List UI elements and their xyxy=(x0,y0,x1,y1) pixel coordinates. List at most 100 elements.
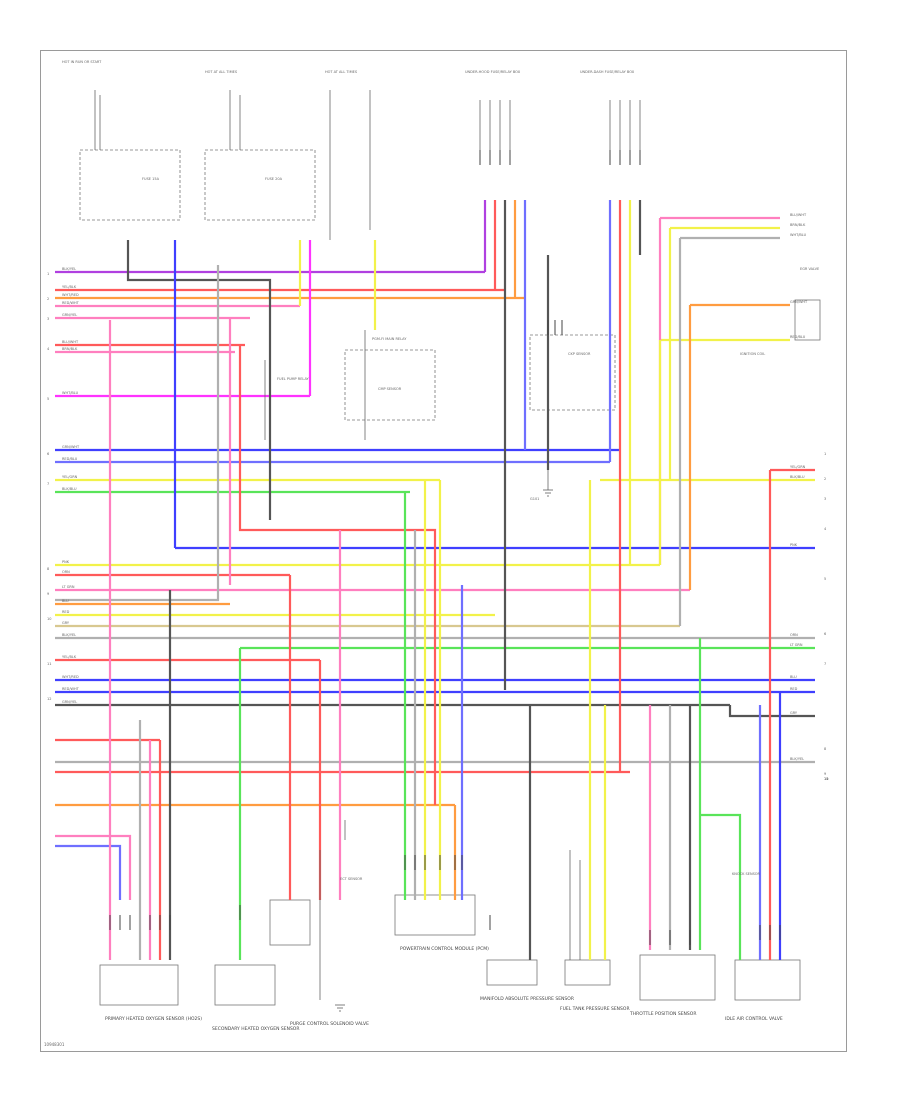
wire-color-label: YEL/BLK xyxy=(62,655,77,659)
ckp-sensor-label: CKP SENSOR xyxy=(568,352,591,356)
wire-color-label: RED/BLU xyxy=(790,335,806,339)
ground-label: G101 xyxy=(530,497,539,501)
connector-right xyxy=(794,299,821,341)
wire-color-label: BLU/WHT xyxy=(62,340,79,344)
ground-icon xyxy=(335,1004,345,1012)
bottom-label-8: IDLE AIR CONTROL VALVE xyxy=(725,1016,783,1022)
ho2s-box xyxy=(99,964,179,1006)
side-number: 6 xyxy=(824,632,826,636)
wire-green-v4 xyxy=(700,813,742,960)
secondary-ho2s-box xyxy=(214,964,276,1006)
thin-wires xyxy=(94,90,641,1000)
side-number: 12 xyxy=(47,697,51,701)
map-sensor-box xyxy=(486,959,538,986)
wire-color-label: GRN/WHT xyxy=(62,445,80,449)
wire-color-label: BLK/YEL xyxy=(62,633,76,637)
wire-color-label: PNK xyxy=(62,560,70,564)
vertical-wires xyxy=(55,200,782,960)
pcm-box xyxy=(394,894,476,936)
wire-color-label: BLK/YEL xyxy=(62,267,76,271)
wire-color-label: ORN xyxy=(62,570,70,574)
main-relay-label: PGM-FI MAIN RELAY xyxy=(372,337,407,341)
relay-box-4 xyxy=(529,334,616,411)
iac-box xyxy=(734,959,801,1001)
wire-color-label: RED/BLU xyxy=(62,457,78,461)
side-number: 1 xyxy=(824,452,826,456)
bottom-label-4: POWERTRAIN CONTROL MODULE (PCM) xyxy=(400,946,489,952)
fuse-b-label: FUSE 20A xyxy=(265,177,283,181)
top-label-3: HOT AT ALL TIMES xyxy=(325,70,358,74)
side-number: 7 xyxy=(824,662,826,666)
wire-color-label: RED xyxy=(62,610,70,614)
bottom-label-2: SECONDARY HEATED OXYGEN SENSOR xyxy=(212,1026,299,1032)
top-label-5: UNDER-DASH FUSE/RELAY BOX xyxy=(580,70,635,74)
wire-color-label: GRN/YEL xyxy=(62,313,77,317)
wire-color-label: WHT/BLU xyxy=(790,233,807,237)
wire-black-2 xyxy=(728,705,815,718)
bottom-label-6: FUEL TANK PRESSURE SENSOR xyxy=(560,1006,630,1012)
wire-color-label: BLK/BLU xyxy=(62,487,77,491)
wire-red-v1 xyxy=(238,345,437,805)
wire-color-label: PNK xyxy=(790,543,798,547)
connector-pins xyxy=(109,150,781,945)
wire-blue-6 xyxy=(55,844,122,900)
side-number: 10 xyxy=(47,617,51,621)
wire-color-label: BLU xyxy=(790,675,797,679)
wire-color-label: ORN xyxy=(790,633,798,637)
side-number: 4 xyxy=(824,527,827,531)
wire-color-label: RED/WHT xyxy=(62,687,80,691)
wire-color-label: BLU xyxy=(62,599,69,603)
wire-color-label: BLU/WHT xyxy=(790,213,807,217)
side-number: 5 xyxy=(824,577,826,581)
purge-valve-box xyxy=(269,899,311,946)
wire-color-label: BLK/BLU xyxy=(790,475,805,479)
wire-color-label: GRN/WHT xyxy=(790,300,808,304)
side-number: 1 xyxy=(47,272,49,276)
relay-box-3 xyxy=(344,349,436,421)
wire-color-label: RED/WHT xyxy=(62,301,80,305)
wire-color-label: YEL/GRN xyxy=(62,475,78,479)
diagram-frame xyxy=(40,50,847,1052)
wire-color-label: GRN/YEL xyxy=(62,700,77,704)
footer-code: 10948301 xyxy=(44,1042,65,1047)
wire-color-label: LT GRN xyxy=(790,643,803,647)
bottom-label-3: PURGE CONTROL SOLENOID VALVE xyxy=(290,1021,369,1027)
wire-color-label: RED xyxy=(790,687,798,691)
wire-color-label: YEL/GRN xyxy=(790,465,806,469)
top-label-4: UNDER-HOOD FUSE/RELAY BOX xyxy=(465,70,521,74)
side-number: 12 xyxy=(824,777,828,781)
wire-color-label: WHT/BLU xyxy=(62,391,79,395)
side-number: 5 xyxy=(47,397,49,401)
wire-label-group: BLK/YEL YEL/BLK WHT/RED RED/WHT GRN/YEL BLU/W… xyxy=(62,213,808,761)
cmp-sensor-label: CMP SENSOR xyxy=(378,387,402,391)
fuel-tank-sensor-box xyxy=(564,959,611,986)
side-number: 9 xyxy=(47,592,49,596)
side-number: 3 xyxy=(47,317,49,321)
bottom-label-7: THROTTLE POSITION SENSOR xyxy=(629,1011,696,1017)
tps-box xyxy=(639,954,716,1001)
ect-sensor-label: ECT SENSOR xyxy=(340,877,363,881)
ground-symbols xyxy=(335,489,553,1012)
top-label-2: HOT AT ALL TIMES xyxy=(205,70,238,74)
side-number: 2 xyxy=(47,297,49,301)
wire-color-label: WHT/RED xyxy=(62,675,79,679)
wire-black-v1 xyxy=(126,240,272,520)
bottom-label-1: PRIMARY HEATED OXYGEN SENSOR (HO2S) xyxy=(105,1016,202,1022)
wire-gray-v1 xyxy=(55,265,220,602)
side-number: 4 xyxy=(47,347,50,351)
ignition-coil-label: IGNITION COIL xyxy=(740,352,765,356)
relay-box-2 xyxy=(204,149,316,221)
side-number: 8 xyxy=(824,747,826,751)
side-number: 3 xyxy=(824,497,826,501)
relay-box-1 xyxy=(79,149,181,221)
side-number: 6 xyxy=(47,452,49,456)
wire-color-label: GRY xyxy=(62,621,70,625)
knock-sensor-label: KNOCK SENSOR xyxy=(732,872,761,876)
wire-color-label: LT GRN xyxy=(62,585,75,589)
egr-valve-label: EGR VALVE xyxy=(800,267,819,271)
bottom-label-5: MANIFOLD ABSOLUTE PRESSURE SENSOR xyxy=(480,996,574,1002)
fuel-relay-label: FUEL PUMP RELAY xyxy=(277,377,310,381)
bottom-components xyxy=(99,894,801,1006)
